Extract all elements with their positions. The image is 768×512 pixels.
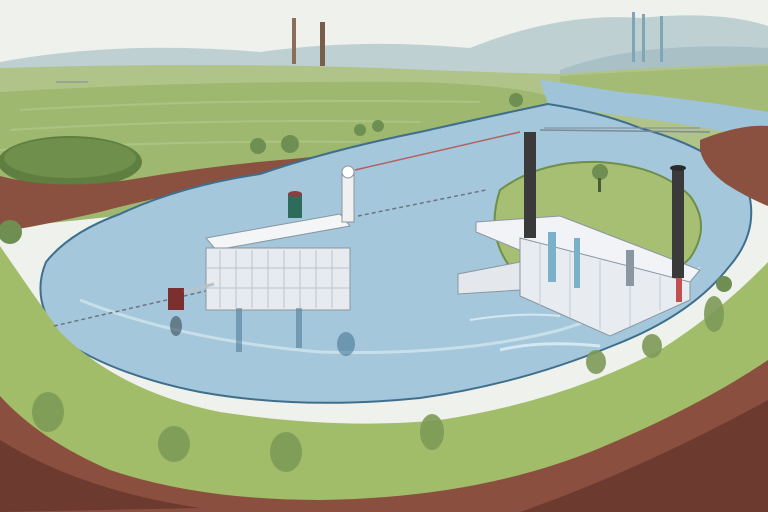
foreground-trees (32, 296, 724, 472)
soil-foreground (0, 360, 768, 512)
annotation-lines (56, 81, 700, 129)
field-right (560, 66, 768, 112)
tree-icon (0, 93, 732, 472)
river-channel (540, 80, 768, 140)
soil-foreground-dark-right (520, 400, 768, 512)
soil-bank-left (0, 150, 350, 232)
water-treatment-plant-icon (168, 165, 355, 356)
dam-structure-icon (457, 132, 701, 352)
soil-foreground-dark (0, 440, 200, 512)
foreground-meadow (0, 246, 768, 512)
factory-smokestack-icon (292, 12, 663, 66)
soil-bank-right (700, 125, 768, 206)
